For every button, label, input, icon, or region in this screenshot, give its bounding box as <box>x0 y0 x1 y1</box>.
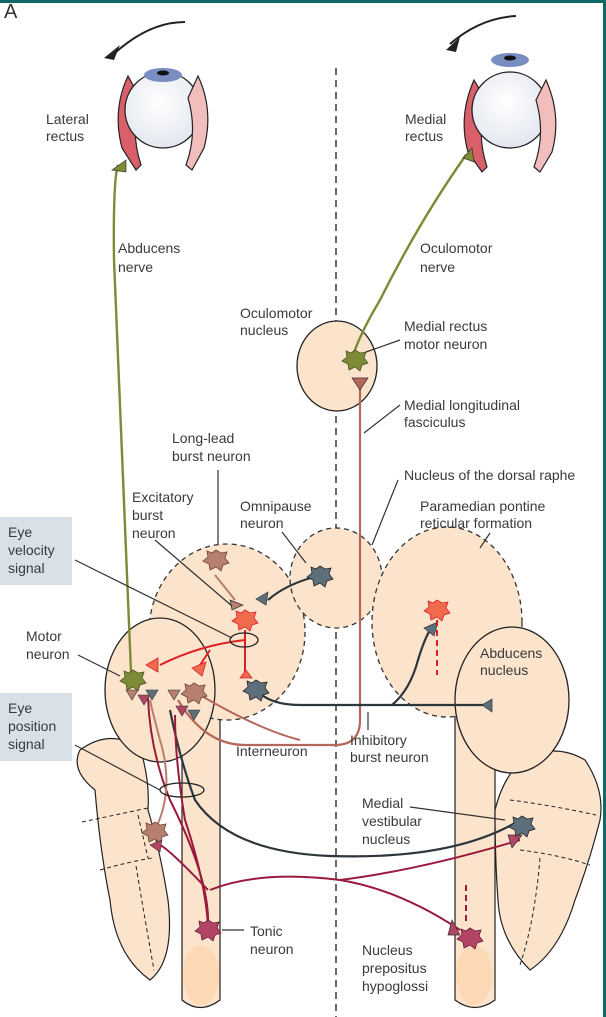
medial-longitudinal-fasciculus <box>177 380 362 747</box>
eye-position-signal-box <box>0 693 72 761</box>
left-eye <box>104 21 209 171</box>
left-eyeball <box>124 71 202 149</box>
excitatory-burst-axon <box>159 639 246 666</box>
dorsal-raphe-region <box>289 527 383 629</box>
prepositus-neuron <box>456 927 484 950</box>
arrow-head-icon <box>104 45 120 60</box>
label-dorsal-raphe: Nucleus of the dorsal raphe <box>404 467 575 483</box>
oculomotor-nerve <box>351 154 467 356</box>
omnipause-neuron <box>306 565 334 588</box>
medial-rectus-motor-neuron <box>341 349 369 372</box>
motor-neuron <box>119 669 147 692</box>
right-column <box>454 689 496 1009</box>
neurons <box>119 349 536 950</box>
left-vestibular-neuron <box>141 821 169 844</box>
medial-rectus-muscle-left <box>185 74 209 171</box>
right-abducens-nucleus <box>454 626 570 774</box>
left-vestibular-lobe <box>76 737 171 981</box>
excitatory-burst-neuron <box>231 609 259 632</box>
panel-label: A <box>4 1 18 23</box>
velocity-signal-marker <box>229 632 259 648</box>
right-pupil <box>504 55 516 61</box>
rotation-arrow-left <box>115 21 186 53</box>
lateral-rectus-muscle-right <box>533 78 557 173</box>
medial-vestibular-neuron <box>508 815 536 838</box>
arrow-head-icon <box>446 37 460 52</box>
abducens-interneuron <box>180 682 208 705</box>
label-interneuron: Interneuron <box>236 743 308 759</box>
inhibitory-interneuron <box>242 679 270 702</box>
vestibular-axon <box>168 709 516 858</box>
tonic-neuron <box>194 919 222 942</box>
leader-lines <box>74 339 506 931</box>
right-vestibular-lobe <box>494 750 602 971</box>
rotation-arrow-right <box>449 15 517 45</box>
long-lead-neuron <box>202 549 230 572</box>
eye-velocity-signal-box <box>0 517 72 585</box>
oculomotor-nucleus <box>296 320 378 412</box>
right-eyeball <box>471 71 549 149</box>
left-column-glow <box>183 945 219 1005</box>
left-pupil <box>157 70 169 76</box>
inhibitory-burst-axon <box>391 629 431 706</box>
right-excitatory-neuron <box>423 599 451 622</box>
right-eye <box>446 15 557 173</box>
